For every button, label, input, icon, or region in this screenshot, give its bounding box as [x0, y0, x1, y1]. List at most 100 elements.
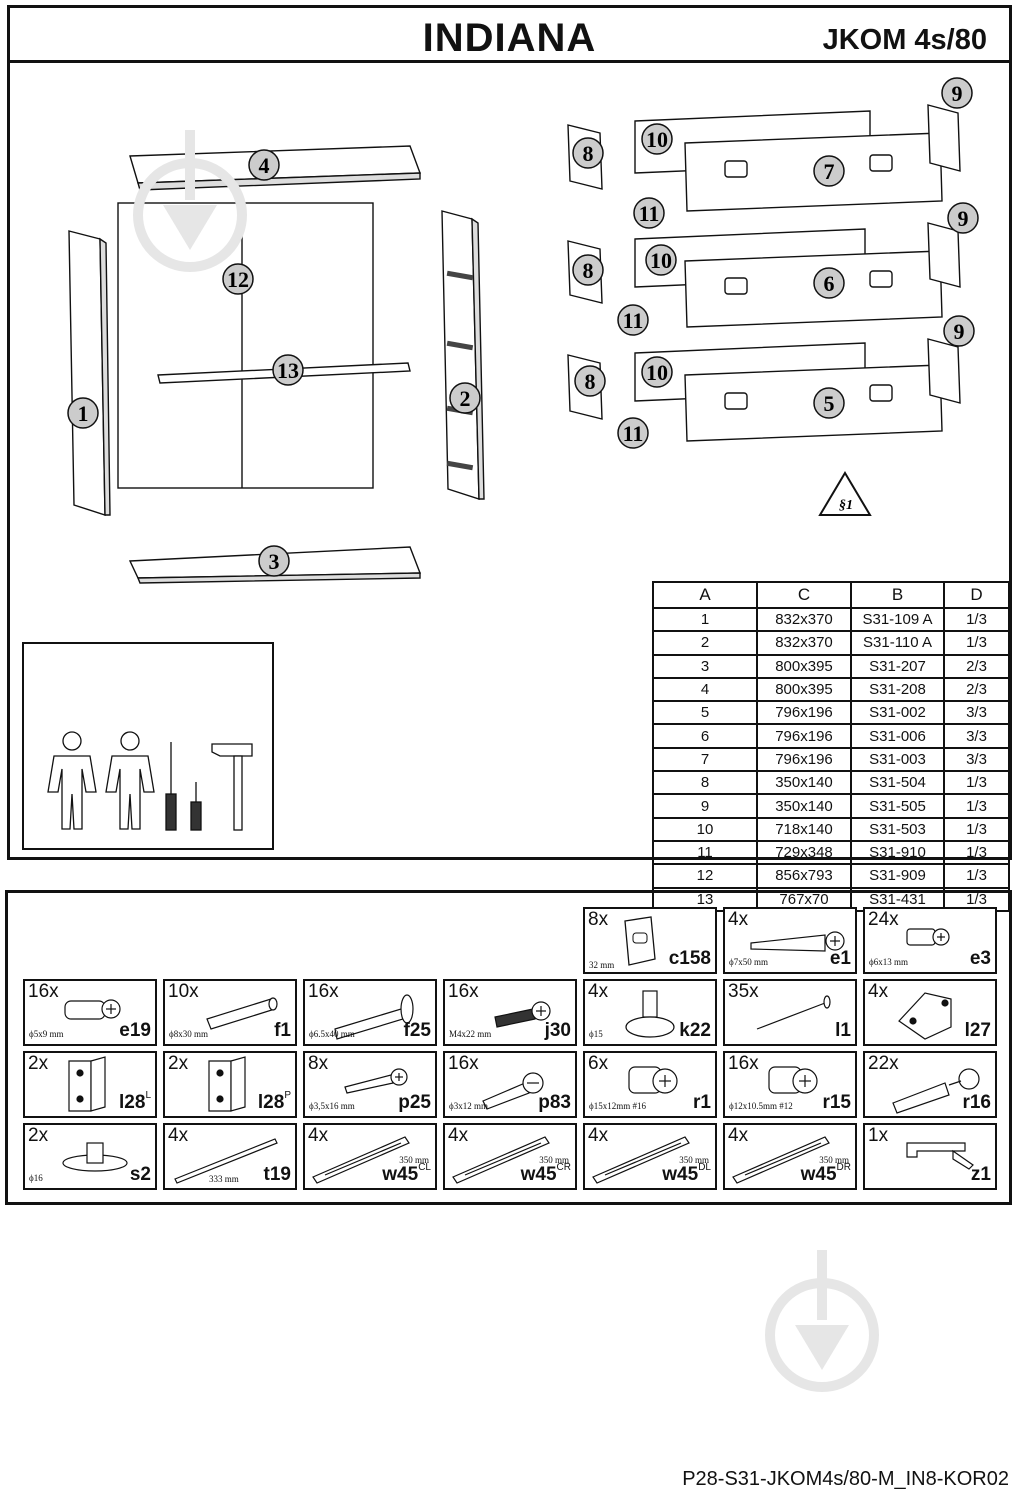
table-cell: 800x395 — [756, 676, 852, 703]
hardware-dimension: 32 mm — [589, 960, 615, 970]
hardware-code: s2 — [129, 1164, 151, 1185]
hardware-dimension: ϕ3,5x16 mm — [309, 1101, 355, 1111]
column-header: B — [850, 581, 945, 609]
table-cell: 1/3 — [943, 863, 1010, 889]
hardware-dimension: ϕ15 — [589, 1029, 603, 1039]
screw-icon — [906, 928, 950, 946]
table-cell: S31-503 — [850, 816, 945, 842]
hardware-quantity: 16x — [28, 981, 59, 1002]
table-cell: S31-909 — [850, 863, 945, 889]
hardware-quantity: 4x — [588, 1125, 609, 1146]
table-cell: 2 — [652, 630, 758, 656]
table-cell: 2/3 — [943, 653, 1010, 679]
table-cell: 5 — [652, 700, 758, 726]
hardware-code: l28L — [119, 1090, 151, 1113]
svg-text:10: 10 — [646, 127, 668, 152]
hardware-code: k22 — [679, 1020, 711, 1041]
table-cell: 3/3 — [943, 700, 1010, 726]
hardware-code: f25 — [403, 1020, 431, 1041]
hardware-code: w45CR — [520, 1162, 571, 1185]
parts-panel: 1 2 3 4 5 6 7 8 8 8 9 9 9 10 10 10 11 11… — [7, 60, 1012, 912]
svg-text:1: 1 — [78, 401, 89, 426]
document-header: INDIANA JKOM 4s/80 — [7, 5, 1012, 63]
hardware-quantity: 2x — [28, 1125, 49, 1146]
svg-text:3: 3 — [269, 549, 280, 574]
svg-text:8: 8 — [585, 369, 596, 394]
hardware-item-s2: 2x ϕ16 s2 — [23, 1123, 157, 1190]
svg-text:12: 12 — [227, 267, 249, 292]
table-cell: 796x196 — [756, 723, 852, 749]
hardware-code: r15 — [822, 1092, 851, 1113]
table-cell: 11 — [652, 839, 758, 866]
table-cell: S31-504 — [850, 770, 945, 796]
svg-text:8: 8 — [583, 141, 594, 166]
callout-8b: 8 — [572, 254, 604, 286]
hardware-dimension: ϕ6.5x40 mm — [309, 1029, 355, 1039]
svg-text:9: 9 — [952, 81, 963, 106]
handle-bolt-icon — [494, 1001, 551, 1028]
hardware-quantity: 10x — [168, 981, 199, 1002]
part-left-side — [68, 230, 106, 516]
svg-text:5: 5 — [824, 391, 835, 416]
callout-9a: 9 — [941, 77, 973, 109]
table-cell: 856x793 — [756, 863, 852, 889]
callout-2: 2 — [449, 382, 481, 414]
hardware-code: l28P — [257, 1090, 291, 1113]
svg-text:11: 11 — [623, 308, 644, 333]
table-cell: 8 — [652, 770, 758, 796]
hardware-dimension: ϕ16 — [29, 1173, 43, 1183]
hardware-code: w45DR — [800, 1162, 851, 1185]
angle-bracket-icon — [68, 1056, 106, 1112]
hardware-quantity: 4x — [168, 1125, 189, 1146]
cam-lock-icon — [628, 1066, 678, 1094]
hardware-code: f1 — [274, 1020, 291, 1041]
callout-10b: 10 — [645, 244, 677, 276]
angle-bracket-icon — [208, 1056, 246, 1112]
wood-screw-icon — [344, 1068, 408, 1094]
callout-10c: 10 — [641, 356, 673, 388]
table-cell: 6 — [652, 723, 758, 749]
table-cell: 1/3 — [943, 839, 1010, 866]
drawer-slide-icon — [312, 1136, 410, 1184]
table-cell: 7 — [652, 746, 758, 773]
callout-10a: 10 — [641, 123, 673, 155]
callout-12: 12 — [222, 263, 254, 295]
callout-4: 4 — [248, 149, 280, 181]
hardware-code-suffix: CL — [418, 1162, 431, 1173]
svg-text:10: 10 — [650, 248, 672, 273]
table-cell: 350x140 — [756, 770, 852, 796]
svg-text:11: 11 — [639, 201, 660, 226]
table-cell: 1/3 — [943, 816, 1010, 842]
hardware-code: r16 — [962, 1092, 991, 1113]
hardware-code: t19 — [263, 1164, 291, 1185]
hardware-quantity: 8x — [308, 1053, 329, 1074]
table-cell: 4 — [652, 676, 758, 703]
column-header: C — [756, 581, 852, 609]
hardware-quantity: 2x — [168, 1053, 189, 1074]
table-header-row: A C B D — [652, 581, 1010, 609]
callout-7: 7 — [813, 155, 845, 187]
table-cell: 1/3 — [943, 793, 1010, 819]
hardware-code-suffix: DL — [698, 1162, 711, 1173]
callout-11b: 11 — [617, 304, 649, 336]
svg-text:§1: §1 — [839, 498, 853, 513]
hardware-dimension: ϕ7x50 mm — [729, 957, 768, 967]
table-cell: 1/3 — [943, 630, 1010, 656]
watermark-icon — [133, 130, 247, 272]
svg-text:13: 13 — [277, 358, 299, 383]
hardware-code: c158 — [668, 948, 711, 969]
hardware-code-suffix: CR — [556, 1162, 571, 1173]
hardware-code: w45DL — [662, 1162, 711, 1185]
